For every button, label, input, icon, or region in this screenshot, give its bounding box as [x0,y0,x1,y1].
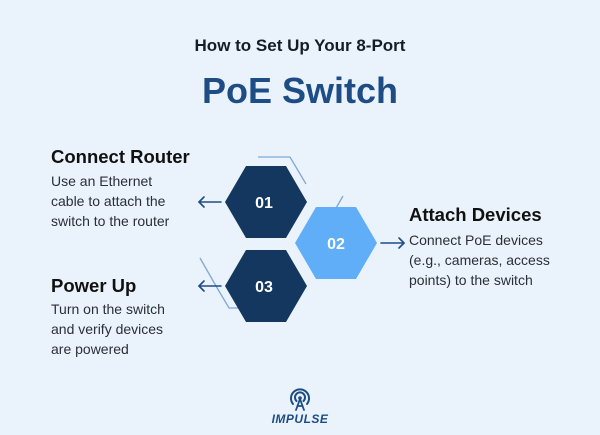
step-hexagon-02: 02 [295,207,377,279]
step-heading-power-up: Power Up [51,275,137,296]
hexagon-number-01: 01 [255,195,273,212]
hexagon-shape-01 [225,166,307,238]
step-description-power-up: Turn on the switch and verify devices ar… [51,299,165,359]
description-line: Connect PoE devices [409,232,543,248]
step-description-connect-router: Use an Ethernet cable to attach the swit… [51,171,169,231]
description-line: are powered [51,341,129,357]
step-description-attach-devices: Connect PoE devices (e.g., cameras, acce… [409,230,550,290]
description-line: cable to attach the [51,193,166,209]
description-line: and verify devices [51,321,164,337]
description-line: Use an Ethernet [51,173,153,189]
description-line: points) to the switch [409,272,533,288]
page-title: PoE Switch [201,70,399,111]
arrow-right-icon [380,237,405,249]
brand-logo-text: IMPULSE [271,412,329,426]
brand-logo: IMPULSE [255,388,345,428]
step-hexagon-03: 03 [225,250,307,322]
title-line-1: How to Set Up Your 8-Port [194,36,406,55]
arrow-left-icon [198,196,222,208]
hexagon-number-03: 03 [255,279,273,296]
step-hexagon-01: 01 [225,166,307,238]
description-line: switch to the router [51,213,170,229]
hexagon-shape-02 [295,207,377,279]
step-heading-connect-router: Connect Router [51,146,190,167]
description-line: Turn on the switch [51,301,165,317]
hexagon-shape-03 [225,250,307,322]
antenna-icon [290,388,310,411]
description-line: (e.g., cameras, access [409,252,550,268]
hexagon-number-02: 02 [327,236,345,253]
step-heading-attach-devices: Attach Devices [409,204,542,225]
arrow-left-icon [198,280,222,292]
